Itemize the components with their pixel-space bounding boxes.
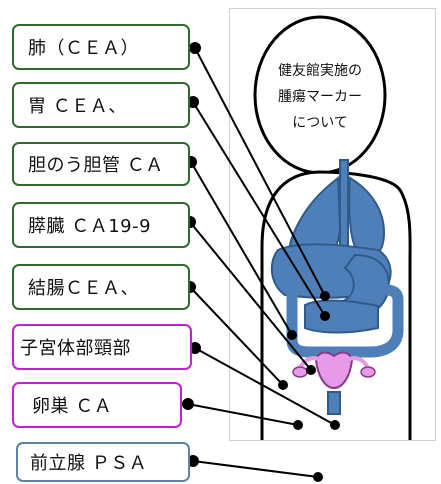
label-gallbladder: 胆のう胆管 ＣＡ — [12, 142, 190, 186]
leader-lines — [187, 47, 336, 478]
label-colon: 結腸ＣＥＡ、 — [12, 264, 190, 310]
dot-stomach-end — [320, 311, 330, 321]
dot-ovary-end — [293, 420, 303, 430]
leader-colon — [189, 286, 284, 386]
leader-ovary — [187, 403, 299, 426]
dot-prostate-end — [313, 472, 323, 482]
fallopian-tubes — [298, 356, 370, 370]
intestine — [304, 299, 379, 334]
dot-uterus-start — [189, 342, 201, 354]
head-caption: 健友館実施の 腫瘍マーカー について — [258, 58, 382, 136]
leader-gallbladder — [190, 161, 293, 336]
dot-colon-end — [278, 380, 288, 390]
label-pancreas: 膵臓 ＣＡ19-9 — [12, 202, 190, 248]
leader-pancreas — [189, 221, 312, 371]
leader-stomach — [192, 101, 326, 317]
leader-lung — [194, 47, 326, 297]
dot-lung-end — [320, 291, 330, 301]
label-prostate: 前立腺 ＰＳＡ — [16, 442, 190, 482]
dot-stomach-start — [187, 96, 199, 108]
head-caption-line1: 健友館実施の — [278, 63, 362, 79]
leader-dots — [182, 42, 340, 482]
label-lung: 肺（ＣＥＡ） — [12, 24, 190, 70]
leader-uterus — [194, 347, 336, 426]
label-uterus: 子宮体部頸部 — [12, 324, 192, 370]
dot-pancreas-end — [306, 365, 316, 375]
dot-uterus-end — [330, 420, 340, 430]
left-ovary — [292, 366, 308, 378]
dot-prostate-start — [187, 455, 199, 467]
label-stomach: 胃 ＣＥＡ、 — [12, 82, 190, 128]
head-caption-line3: について — [292, 115, 348, 131]
colon — [286, 284, 404, 358]
label-ovary: 卵巣 ＣＡ — [12, 382, 182, 428]
prostate — [327, 391, 341, 415]
dot-ovary-start — [182, 398, 194, 410]
right-ovary — [360, 366, 376, 378]
trachea — [339, 159, 349, 251]
leader-prostate — [192, 460, 319, 478]
dot-lung-start — [189, 42, 201, 54]
head-caption-line2: 腫瘍マーカー — [278, 89, 362, 105]
dot-gallbladder-end — [287, 330, 297, 340]
